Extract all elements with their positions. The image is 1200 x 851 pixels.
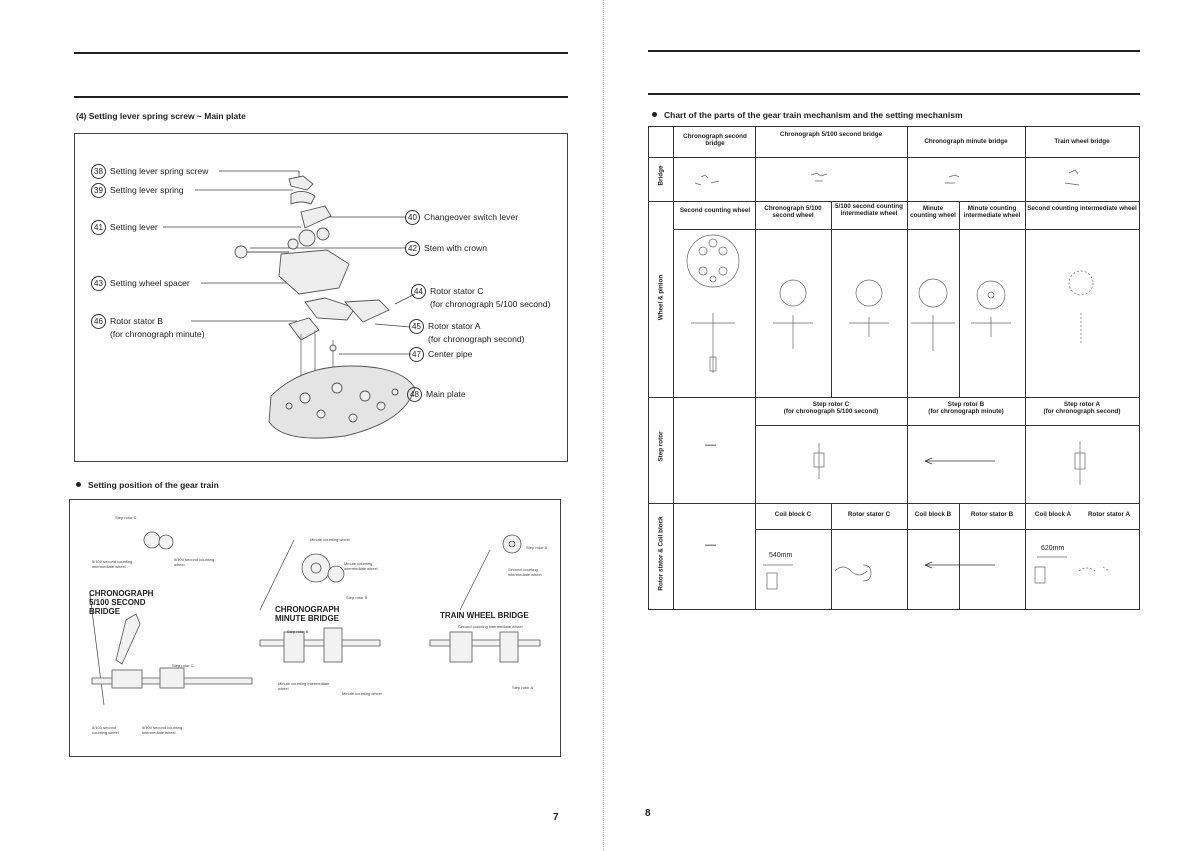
label-second-counting-intermediate-2: Second counting intermediate wheel [458, 624, 523, 629]
callout-41: 41 Setting lever [91, 220, 158, 235]
header-chronograph-5100-wheel: Chronograph 5/100 second wheel [764, 205, 822, 220]
dimension-540mm: 540mm [769, 552, 793, 559]
callout-label: Changeover switch lever [424, 211, 519, 222]
callout-sub: (for chronograph minute) [110, 329, 205, 339]
callout-sub: (for chronograph 5/100 second) [430, 299, 551, 309]
train-wheel-bridge-title: TRAIN WHEEL BRIDGE [440, 611, 529, 620]
header-coil-block-c: Coil block C [774, 511, 812, 518]
bullet-icon [652, 112, 657, 117]
callout-number: 45 [409, 319, 424, 334]
gear-train-drawing [89, 531, 541, 706]
header-coil-block-b: Coil block B [914, 511, 952, 518]
callout-label: Center pipe [428, 348, 473, 359]
header-rotor-stator-c: Rotor stator C [847, 511, 891, 518]
label-minute-counting-intermediate: Minute counting intermediate wheel [344, 561, 378, 571]
page-gutter [603, 0, 605, 851]
parts-chart-table: Bridge Wheel & pinion Step rotor Rotor s… [648, 126, 1140, 610]
callout-label: Setting lever [110, 221, 158, 232]
label-step-rotor-c-2: Step rotor C [172, 663, 194, 668]
callout-43: 43 Setting wheel spacer [91, 276, 190, 291]
callout-48: 48 Main plate [407, 387, 466, 402]
callout-number: 46 [91, 314, 106, 329]
callout-number: 43 [91, 276, 106, 291]
bullet-icon [76, 482, 81, 487]
chronograph-5100-bridge-title: CHRONOGRAPH 5/100 SECOND BRIDGE [89, 589, 154, 616]
page-number-right: 8 [645, 808, 651, 819]
label-step-rotor-c: Step rotor C [115, 515, 137, 520]
callout-38: 38 Setting lever spring screw [91, 164, 208, 179]
parts-drawings [686, 169, 1110, 590]
header-coil-block-a: Coil block A [1034, 511, 1072, 518]
callout-label: Setting wheel spacer [110, 277, 190, 288]
header-step-rotor-a: Step rotor A (for chronograph second) [1043, 401, 1121, 416]
header-5100-counting-intermediate: 5/100 second counting intermediate wheel [835, 203, 903, 218]
callout-40: 40 Changeover switch lever [405, 210, 518, 225]
dash-coil-block: — [705, 539, 716, 551]
header-chronograph-second-bridge: Chronograph second bridge [683, 133, 747, 148]
callout-number: 39 [91, 183, 106, 198]
callout-label: Setting lever spring screw [110, 165, 209, 176]
chart-title-text: Chart of the parts of the gear train mec… [664, 110, 963, 120]
callout-number: 41 [91, 220, 106, 235]
gear-train-title: Setting position of the gear train [76, 480, 219, 490]
callout-label: Main plate [426, 388, 466, 399]
page-number-left: 7 [553, 812, 559, 823]
label-step-rotor-b-2: Step rotor B [287, 629, 309, 634]
callout-sub: (for chronograph second) [428, 334, 525, 344]
callout-42: 42 Stem with crown [405, 241, 487, 256]
callout-46: 46 Rotor stator B (for chronograph minute) [91, 314, 205, 339]
callout-number: 38 [91, 164, 106, 179]
header-step-rotor-c: Step rotor C (for chronograph 5/100 seco… [783, 401, 879, 416]
header-rotor-stator-a: Rotor stator A [1087, 511, 1131, 518]
callout-label: Rotor stator A [428, 320, 481, 331]
header-chronograph-minute-bridge: Chronograph minute bridge [924, 138, 1008, 145]
label-5100-counting-wheel: 5/100 second counting wheel [174, 557, 215, 567]
callout-number: 40 [405, 210, 420, 225]
callout-number: 42 [405, 241, 420, 256]
gear-train-title-text: Setting position of the gear train [88, 480, 219, 490]
label-5100-counting-intermediate: 5/100 second counting intermediate wheel [92, 559, 133, 569]
exploded-view-drawing [163, 170, 416, 439]
callout-label: Setting lever spring [110, 184, 184, 195]
callout-44: 44 Rotor stator C (for chronograph 5/100 s… [411, 284, 550, 309]
header-train-wheel-bridge: Train wheel bridge [1054, 138, 1110, 145]
header-minute-counting-wheel: Minute counting wheel [910, 205, 956, 220]
callout-47: 47 Center pipe [409, 347, 472, 362]
callout-number: 48 [407, 387, 422, 402]
dimension-620mm: 620mm [1041, 545, 1065, 552]
header-second-counting-wheel: Second counting wheel [679, 207, 751, 214]
label-step-rotor-b: Step rotor B [346, 595, 368, 600]
chronograph-minute-bridge-title: CHRONOGRAPH MINUTE BRIDGE [275, 605, 340, 623]
callout-number: 44 [411, 284, 426, 299]
callout-label: Stem with crown [424, 242, 488, 253]
dash-step-rotor: — [705, 439, 716, 451]
label-5100-counting-wheel-2: 5/100 second counting wheel [92, 725, 119, 735]
gear-train-figure: Step rotor C 5/100 second counting inter… [69, 499, 561, 757]
header-second-counting-intermediate: Second counting intermediate wheel [1027, 205, 1137, 212]
section-title: (4) Setting lever spring screw ~ Main pl… [76, 111, 246, 121]
callout-45: 45 Rotor stator A (for chronograph second) [409, 319, 525, 344]
label-second-counting-intermediate: Second counting intermediate wheel [508, 567, 542, 577]
label-5100-counting-intermediate-2: 5/100 second counting intermediate wheel [142, 725, 183, 735]
label-minute-counting-wheel-2: Minute counting wheel [342, 691, 382, 696]
callout-number: 47 [409, 347, 424, 362]
callout-39: 39 Setting lever spring [91, 183, 184, 198]
label-minute-counting-intermediate-2: Minute counting intermediate wheel [278, 681, 330, 691]
label-step-rotor-a: Step rotor A [526, 545, 548, 550]
label-minute-counting-wheel: Minute counting wheel [310, 537, 350, 542]
callout-label: Rotor stator C [430, 285, 484, 296]
header-rotor-stator-b: Rotor stator B [970, 511, 1014, 518]
header-minute-counting-intermediate: Minute counting intermediate wheel [963, 205, 1021, 220]
header-step-rotor-b: Step rotor B (for chronograph minute) [928, 401, 1004, 416]
callout-label: Rotor stator B [110, 315, 164, 326]
header-chronograph-5100-bridge: Chronograph 5/100 second bridge [779, 131, 883, 138]
label-step-rotor-a-2: Step rotor A [512, 685, 534, 690]
chart-title: Chart of the parts of the gear train mec… [652, 110, 963, 120]
